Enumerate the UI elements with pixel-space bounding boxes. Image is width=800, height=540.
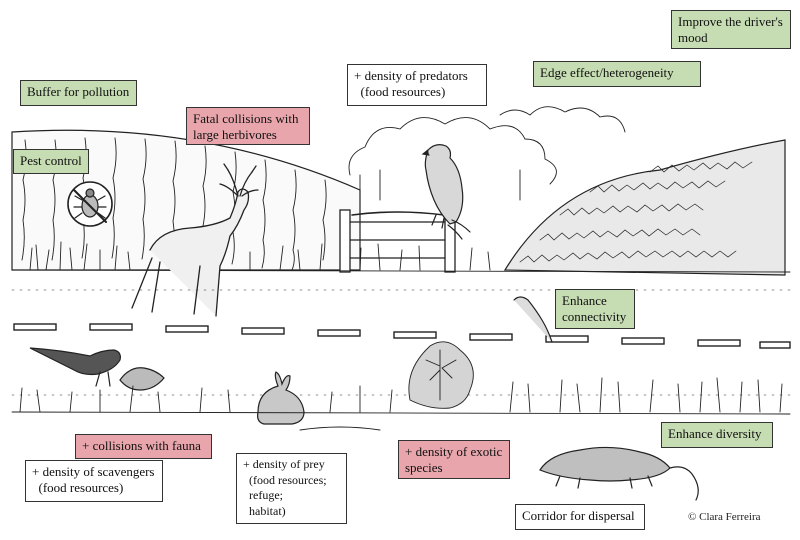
exotic-shrub: [408, 341, 474, 409]
roadside-grass-top: [11, 241, 791, 273]
exotic-species-label: + density of exotic species: [398, 440, 510, 479]
collisions-fauna-text: + collisions with fauna: [82, 438, 201, 453]
prey-label: + density of prey (food resources; refug…: [236, 453, 347, 524]
edge-effect-text: Edge effect/heterogeneity: [540, 65, 674, 80]
prey-line-2: (food resources;: [243, 472, 327, 487]
hedgerow: [503, 139, 786, 276]
fatal-collisions-line-1: Fatal collisions with: [193, 111, 299, 126]
predators-line-2: (food resources): [354, 84, 446, 100]
enhance-connectivity-label: Enhance connectivity: [555, 289, 635, 329]
improve-mood-label: Improve the driver's mood: [671, 10, 791, 49]
enhance-diversity-label: Enhance diversity: [661, 422, 773, 448]
beetle-icon: [67, 181, 113, 227]
background-shrubs: [348, 106, 626, 201]
magpie-icon: [29, 347, 121, 387]
corridor-label: Corridor for dispersal: [515, 504, 645, 530]
exotic-species-line-2: species: [405, 460, 443, 476]
prey-line-4: habitat): [243, 503, 286, 518]
fatal-collisions-line-2: large herbivores: [193, 127, 277, 143]
rabbit-icon: [257, 371, 305, 425]
fatal-collisions-label: Fatal collisions with large herbivores: [186, 107, 310, 145]
prey-line-3: refuge;: [243, 488, 283, 503]
improve-mood-line-2: mood: [678, 30, 708, 46]
exotic-species-line-1: + density of exotic: [405, 444, 503, 459]
enhance-diversity-text: Enhance diversity: [668, 426, 762, 441]
copyright-text: © Clara Ferreira: [688, 511, 761, 523]
collisions-fauna-label: + collisions with fauna: [75, 434, 212, 459]
edge-effect-label: Edge effect/heterogeneity: [533, 61, 701, 87]
buffer-pollution-text: Buffer for pollution: [27, 84, 130, 99]
predators-line-1: + density of predators: [354, 68, 468, 83]
prey-line-1: + density of prey: [243, 457, 325, 471]
pest-control-text: Pest control: [20, 153, 82, 168]
badger-icon: [539, 446, 699, 501]
road: [11, 289, 791, 396]
scavengers-line-1: + density of scavengers: [32, 464, 155, 479]
predators-label: + density of predators (food resources): [347, 64, 487, 106]
improve-mood-line-1: Improve the driver's: [678, 14, 783, 29]
carcass-icon: [119, 367, 165, 391]
scavengers-line-2: (food resources): [32, 480, 124, 496]
buffer-pollution-label: Buffer for pollution: [20, 80, 137, 106]
scavengers-label: + density of scavengers (food resources): [25, 460, 163, 502]
enhance-connectivity-line-2: connectivity: [562, 309, 627, 325]
pest-control-label: Pest control: [13, 149, 89, 174]
enhance-connectivity-line-1: Enhance: [562, 293, 607, 308]
lizard-icon: [513, 296, 553, 343]
roadside-grass-bottom: [11, 377, 791, 431]
eagle-icon: [421, 144, 471, 240]
corridor-text: Corridor for dispersal: [522, 508, 635, 523]
